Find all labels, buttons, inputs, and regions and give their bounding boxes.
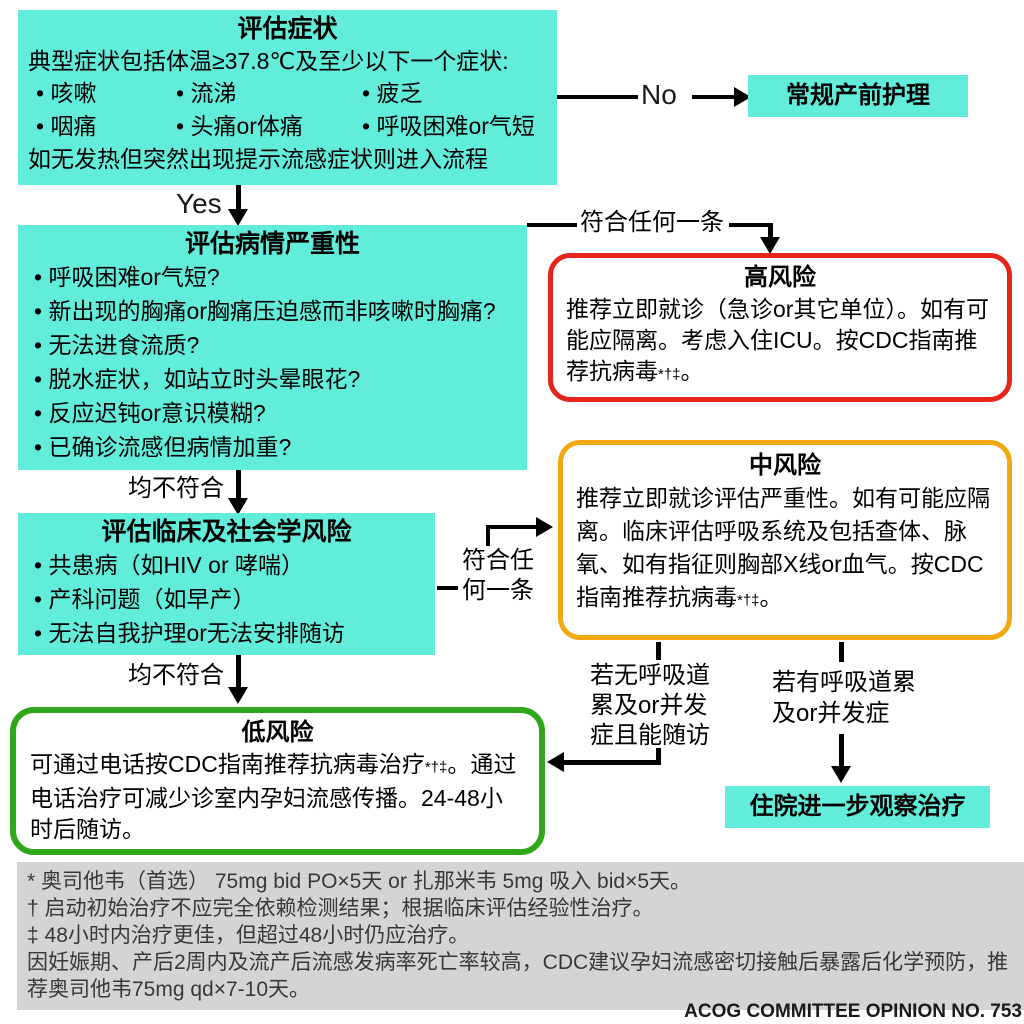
arrow-right-icon [734,87,751,107]
assess-symptoms-intro: 典型症状包括体温≥37.8℃及至少以下一个症状: [28,48,509,74]
assess-severity-box: 评估病情严重性 呼吸困难or气短? 新出现的胸痛or胸痛压迫感而非咳嗽时胸痛? … [18,225,527,470]
none-match-label: 均不符合 [128,475,224,502]
any-match-label: 符合任何一条 [580,209,724,236]
assess-severity-title: 评估病情严重性 [184,230,360,258]
assess-symptoms-box: 评估症状 典型症状包括体温≥37.8℃及至少以下一个症状: 咳嗽 流涕 疲乏 咽… [18,10,557,185]
symptom-item: 流涕 [176,77,362,110]
symptom-item: 呼吸困难or气短 [362,110,549,143]
arrow-down-icon [831,766,851,783]
none-match-connector-line [236,655,241,689]
arrow-down-icon [228,687,248,704]
any-match-mid-connector-line [437,586,458,590]
any-match-connector-line [729,223,773,227]
low-risk-text: 可通过电话按CDC指南推荐抗病毒治疗*†‡。通过电话治疗可减少诊室内孕妇流感传播… [30,749,525,845]
no-resp-label: 若无呼吸道 累及or并发 症且能随访 [590,662,710,749]
assess-risk-box: 评估临床及社会学风险 共患病（如HIV or 哮喘） 产科问题（如早产） 无法自… [18,513,435,655]
low-risk-title: 低风险 [241,719,314,746]
severity-item: 已确诊流感但病情加重? [34,430,519,464]
no-resp-connector-line [656,642,661,660]
assess-symptoms-title: 评估症状 [237,15,338,43]
risk-item: 产科问题（如早产） [34,582,427,616]
footnote-line: * 奥司他韦（首选） 75mg bid PO×5天 or 扎那米韦 5mg 吸入… [27,870,692,893]
any-match-connector-line [527,223,577,227]
high-risk-box: 高风险 推荐立即就诊（急诊or其它单位）。如有可能应隔离。考虑入住ICU。按CD… [548,253,1012,402]
medium-risk-title: 中风险 [749,452,821,479]
resp-connector-line [839,734,844,768]
assess-risk-title: 评估临床及社会学风险 [101,518,352,546]
assess-symptoms-note: 如无发热但突然出现提示流感症状则进入流程 [28,146,488,172]
symptom-list: 咳嗽 流涕 疲乏 咽痛 头痛or体痛 呼吸困难or气短 [26,77,549,143]
symptom-item: 疲乏 [362,77,549,110]
source-citation: ACOG COMMITTEE OPINION NO. 753 [684,1001,1022,1022]
footnote-line: † 启动初始治疗不应完全依赖检测结果；根据临床评估经验性治疗。 [27,897,654,920]
severity-item: 反应迟钝or意识模糊? [34,396,519,430]
routine-care-box: 常规产前护理 [748,75,968,117]
none-match-label: 均不符合 [128,662,224,689]
resp-label: 若有呼吸道累 及or并发症 [772,669,916,727]
low-risk-body-end: 。通过电话治疗可减少诊室内孕妇流感传播。24-48小时后随访。 [30,751,517,842]
low-risk-body: 可通过电话按CDC指南推荐抗病毒治疗 [30,751,425,777]
footnotes-panel: * 奥司他韦（首选） 75mg bid PO×5天 or 扎那米韦 5mg 吸入… [17,862,1024,1010]
arrow-down-icon [760,237,780,254]
high-risk-title: 高风险 [744,264,816,291]
arrow-down-icon [228,498,248,515]
high-risk-body: 推荐立即就诊（急诊or其它单位）。如有可能应隔离。考虑入住ICU。按CDC指南推… [566,296,989,384]
arrow-right-icon [536,517,553,537]
arrow-down-icon [228,209,248,226]
risk-list: 共患病（如HIV or 哮喘） 产科问题（如早产） 无法自我护理or无法安排随访 [26,548,427,650]
any-match-wrapped-label: 符合任 何一条 [462,547,534,604]
yes-connector-line [236,185,241,211]
risk-item: 无法自我护理or无法安排随访 [34,616,427,650]
risk-item: 共患病（如HIV or 哮喘） [34,548,427,582]
symptom-item: 咳嗽 [36,77,176,110]
severity-item: 新出现的胸痛or胸痛压迫感而非咳嗽时胸痛? [34,294,519,328]
medium-risk-box: 中风险 推荐立即就诊评估严重性。如有可能应隔离。临床评估呼吸系统及包括查体、脉氧… [558,440,1012,640]
hospitalize-box: 住院进一步观察治疗 [725,786,990,828]
symptom-item: 咽痛 [36,110,176,143]
arrow-left-icon [547,752,564,772]
symptom-item: 头痛or体痛 [176,110,362,143]
no-resp-connector-line [656,748,661,763]
footnote-marker: *†‡ [737,592,760,609]
no-connector-line [692,95,734,99]
severity-list: 呼吸困难or气短? 新出现的胸痛or胸痛压迫感而非咳嗽时胸痛? 无法进食流质? … [26,260,519,464]
footnote-line: 因妊娠期、产后2周内及流产后流感发病率死亡率较高，CDC建议孕妇流感密切接触后暴… [27,951,1009,1001]
no-connector-line [557,95,638,99]
any-match-mid-connector-line [486,529,490,546]
no-resp-connector-line [563,760,661,765]
low-risk-box: 低风险 可通过电话按CDC指南推荐抗病毒治疗*†‡。通过电话治疗可减少诊室内孕妇… [10,707,545,855]
medium-risk-text: 推荐立即就诊评估严重性。如有可能应隔离。临床评估呼吸系统及包括查体、脉氧、如有指… [576,482,994,617]
resp-connector-line [839,642,844,662]
severity-item: 无法进食流质? [34,328,519,362]
any-match-connector-line [768,223,773,239]
severity-item: 呼吸困难or气短? [34,260,519,294]
footnote-marker: *†‡ [424,759,448,776]
any-match-mid-connector-line [486,525,536,529]
severity-item: 脱水症状，如站立时头晕眼花? [34,362,519,396]
footnote-line: ‡ 48小时内治疗更佳，但超过48小时仍应治疗。 [27,924,470,947]
medium-risk-body: 推荐立即就诊评估严重性。如有可能应隔离。临床评估呼吸系统及包括查体、脉氧、如有指… [576,485,990,610]
medium-risk-body-end: 。 [759,584,783,610]
yes-label: Yes [176,188,222,219]
footnote-marker: *†‡ [658,366,681,383]
none-match-connector-line [236,470,241,500]
high-risk-text: 推荐立即就诊（急诊or其它单位）。如有可能应隔离。考虑入住ICU。按CDC指南推… [566,294,994,390]
no-label: No [641,79,677,110]
high-risk-body-end: 。 [680,358,704,384]
